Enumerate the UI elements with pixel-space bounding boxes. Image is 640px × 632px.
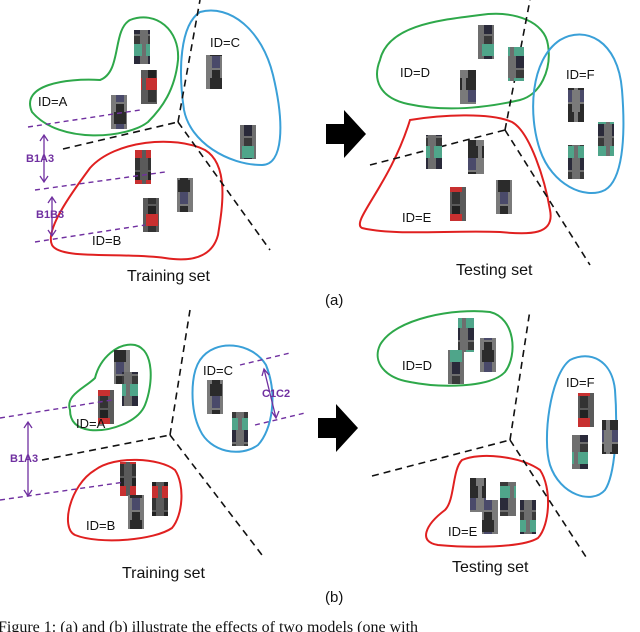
boundary-line-top bbox=[509, 309, 531, 441]
cluster-a-outline bbox=[68, 343, 152, 432]
arrow-right-icon bbox=[326, 110, 366, 158]
distance-guide-line bbox=[34, 171, 166, 191]
person-image bbox=[141, 70, 157, 104]
person-image bbox=[232, 412, 248, 446]
boundary-line-right bbox=[504, 129, 591, 266]
figure-caption: Figure 1: (a) and (b) illustrate the eff… bbox=[0, 619, 418, 632]
boundary-line-right bbox=[169, 434, 263, 556]
cluster-b-outline bbox=[49, 140, 224, 261]
cluster-e-label: ID=E bbox=[402, 210, 432, 225]
person-image bbox=[448, 350, 464, 384]
distance-guide-line bbox=[0, 481, 126, 501]
person-image bbox=[496, 180, 512, 214]
boundary-line-right bbox=[177, 121, 271, 251]
distance-guide-line bbox=[34, 224, 146, 243]
person-image bbox=[480, 338, 496, 372]
cluster-b-outline bbox=[66, 458, 183, 542]
person-image bbox=[206, 55, 222, 89]
sub-label-a: (a) bbox=[325, 292, 343, 309]
person-image bbox=[122, 372, 138, 406]
person-image bbox=[500, 482, 516, 516]
panel-b-training: ID=A ID=B ID=C Training set B1A3 C1C2 bbox=[0, 309, 306, 582]
cluster-c-label: ID=C bbox=[203, 363, 233, 378]
cluster-e-outline bbox=[425, 454, 550, 548]
cluster-d-label: ID=D bbox=[402, 358, 432, 373]
person-image bbox=[602, 420, 618, 454]
person-image bbox=[460, 70, 476, 104]
person-image bbox=[578, 393, 594, 427]
person-image bbox=[568, 88, 584, 122]
person-image bbox=[135, 150, 151, 184]
boundary-line-left bbox=[62, 121, 179, 150]
cluster-c-label: ID=C bbox=[210, 35, 240, 50]
cluster-d-outline bbox=[376, 310, 514, 387]
training-set-label: Training set bbox=[122, 565, 206, 582]
cluster-f-outline bbox=[545, 355, 618, 498]
boundary-line-left bbox=[41, 434, 171, 461]
panel-a-training: ID=A ID=B ID=C Training set B1A3 B1B3 bbox=[26, 0, 282, 285]
person-image bbox=[207, 380, 223, 414]
person-image bbox=[128, 495, 144, 529]
distance-arrow bbox=[39, 133, 49, 184]
training-set-label: Training set bbox=[127, 268, 211, 285]
testing-set-label: Testing set bbox=[456, 262, 533, 279]
cluster-e-outline bbox=[359, 114, 552, 235]
person-image bbox=[450, 187, 466, 221]
cluster-c-outline bbox=[191, 344, 274, 453]
person-image bbox=[458, 318, 474, 352]
testing-set-label: Testing set bbox=[452, 559, 529, 576]
distance-guide-line bbox=[27, 109, 141, 128]
person-image bbox=[478, 25, 494, 59]
boundary-line-left bbox=[371, 439, 511, 477]
cluster-d-label: ID=D bbox=[400, 65, 430, 80]
person-image bbox=[134, 30, 150, 64]
person-image bbox=[520, 500, 536, 534]
cluster-e-label: ID=E bbox=[448, 524, 478, 539]
distance-arrow bbox=[261, 367, 280, 420]
arrow-right-icon bbox=[318, 404, 358, 452]
person-image bbox=[572, 435, 588, 469]
distance-label-b1a3: B1A3 bbox=[10, 453, 38, 465]
person-image bbox=[120, 462, 136, 496]
cluster-a-label: ID=A bbox=[38, 94, 68, 109]
person-image bbox=[598, 122, 614, 156]
person-image bbox=[468, 140, 484, 174]
cluster-f-label: ID=F bbox=[566, 67, 595, 82]
person-image bbox=[143, 198, 159, 232]
panel-a: ID=A ID=B ID=C Training set B1A3 B1B3 bbox=[26, 0, 625, 309]
distance-label-c1c2: C1C2 bbox=[262, 388, 290, 400]
distance-label-b1b3: B1B3 bbox=[36, 209, 64, 221]
sub-label-b: (b) bbox=[325, 589, 343, 606]
cluster-f-outline bbox=[532, 33, 625, 195]
boundary-line-top bbox=[177, 0, 201, 123]
panel-b-testing: ID=D ID=E ID=F Testing set bbox=[371, 309, 618, 576]
cluster-b-label: ID=B bbox=[92, 233, 121, 248]
cluster-c-outline bbox=[180, 9, 282, 167]
person-image bbox=[426, 135, 442, 169]
distance-guide-line bbox=[254, 412, 306, 426]
person-image bbox=[482, 500, 498, 534]
person-image bbox=[152, 482, 168, 516]
person-image bbox=[508, 47, 524, 81]
cluster-f-label: ID=F bbox=[566, 375, 595, 390]
person-image bbox=[568, 145, 584, 179]
person-image bbox=[98, 390, 114, 424]
cluster-a-label: ID=A bbox=[76, 416, 106, 431]
person-image bbox=[177, 178, 193, 212]
distance-arrow bbox=[23, 420, 33, 498]
person-image bbox=[240, 125, 256, 159]
cluster-b-label: ID=B bbox=[86, 518, 115, 533]
distance-arrow bbox=[47, 195, 57, 238]
cluster-a-outline bbox=[29, 16, 180, 137]
person-image bbox=[111, 95, 127, 129]
boundary-line-top bbox=[169, 309, 191, 436]
cluster-d-outline bbox=[376, 12, 550, 110]
distance-guide-line bbox=[0, 399, 113, 419]
distance-label-b1a3: B1A3 bbox=[26, 153, 54, 165]
panel-a-testing: ID=D ID=E ID=F Testing set bbox=[359, 0, 625, 279]
panel-b: ID=A ID=B ID=C Training set B1A3 C1C2 bbox=[0, 309, 618, 606]
